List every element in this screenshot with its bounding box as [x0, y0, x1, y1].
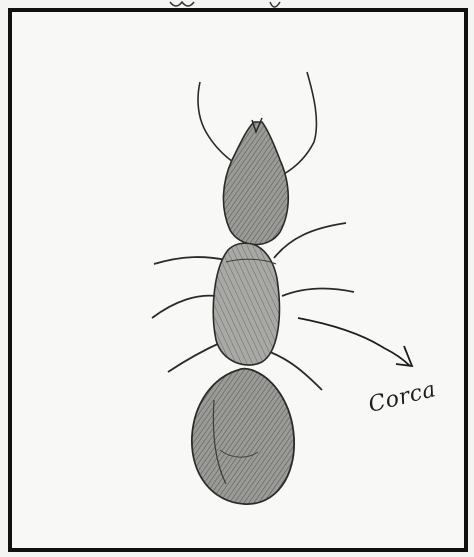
right-antenna	[284, 72, 316, 174]
leg-right-1	[274, 223, 346, 258]
left-antenna	[198, 82, 236, 164]
ant-abdomen	[192, 369, 294, 505]
leg-left-3	[168, 342, 222, 372]
leg-left-1	[154, 257, 226, 264]
top-scribble	[170, 2, 280, 7]
ant-head	[223, 122, 288, 245]
leg-right-2	[282, 289, 354, 296]
pointer-arrow	[298, 318, 410, 366]
leg-left-2	[152, 296, 216, 318]
leg-right-3	[270, 352, 322, 390]
